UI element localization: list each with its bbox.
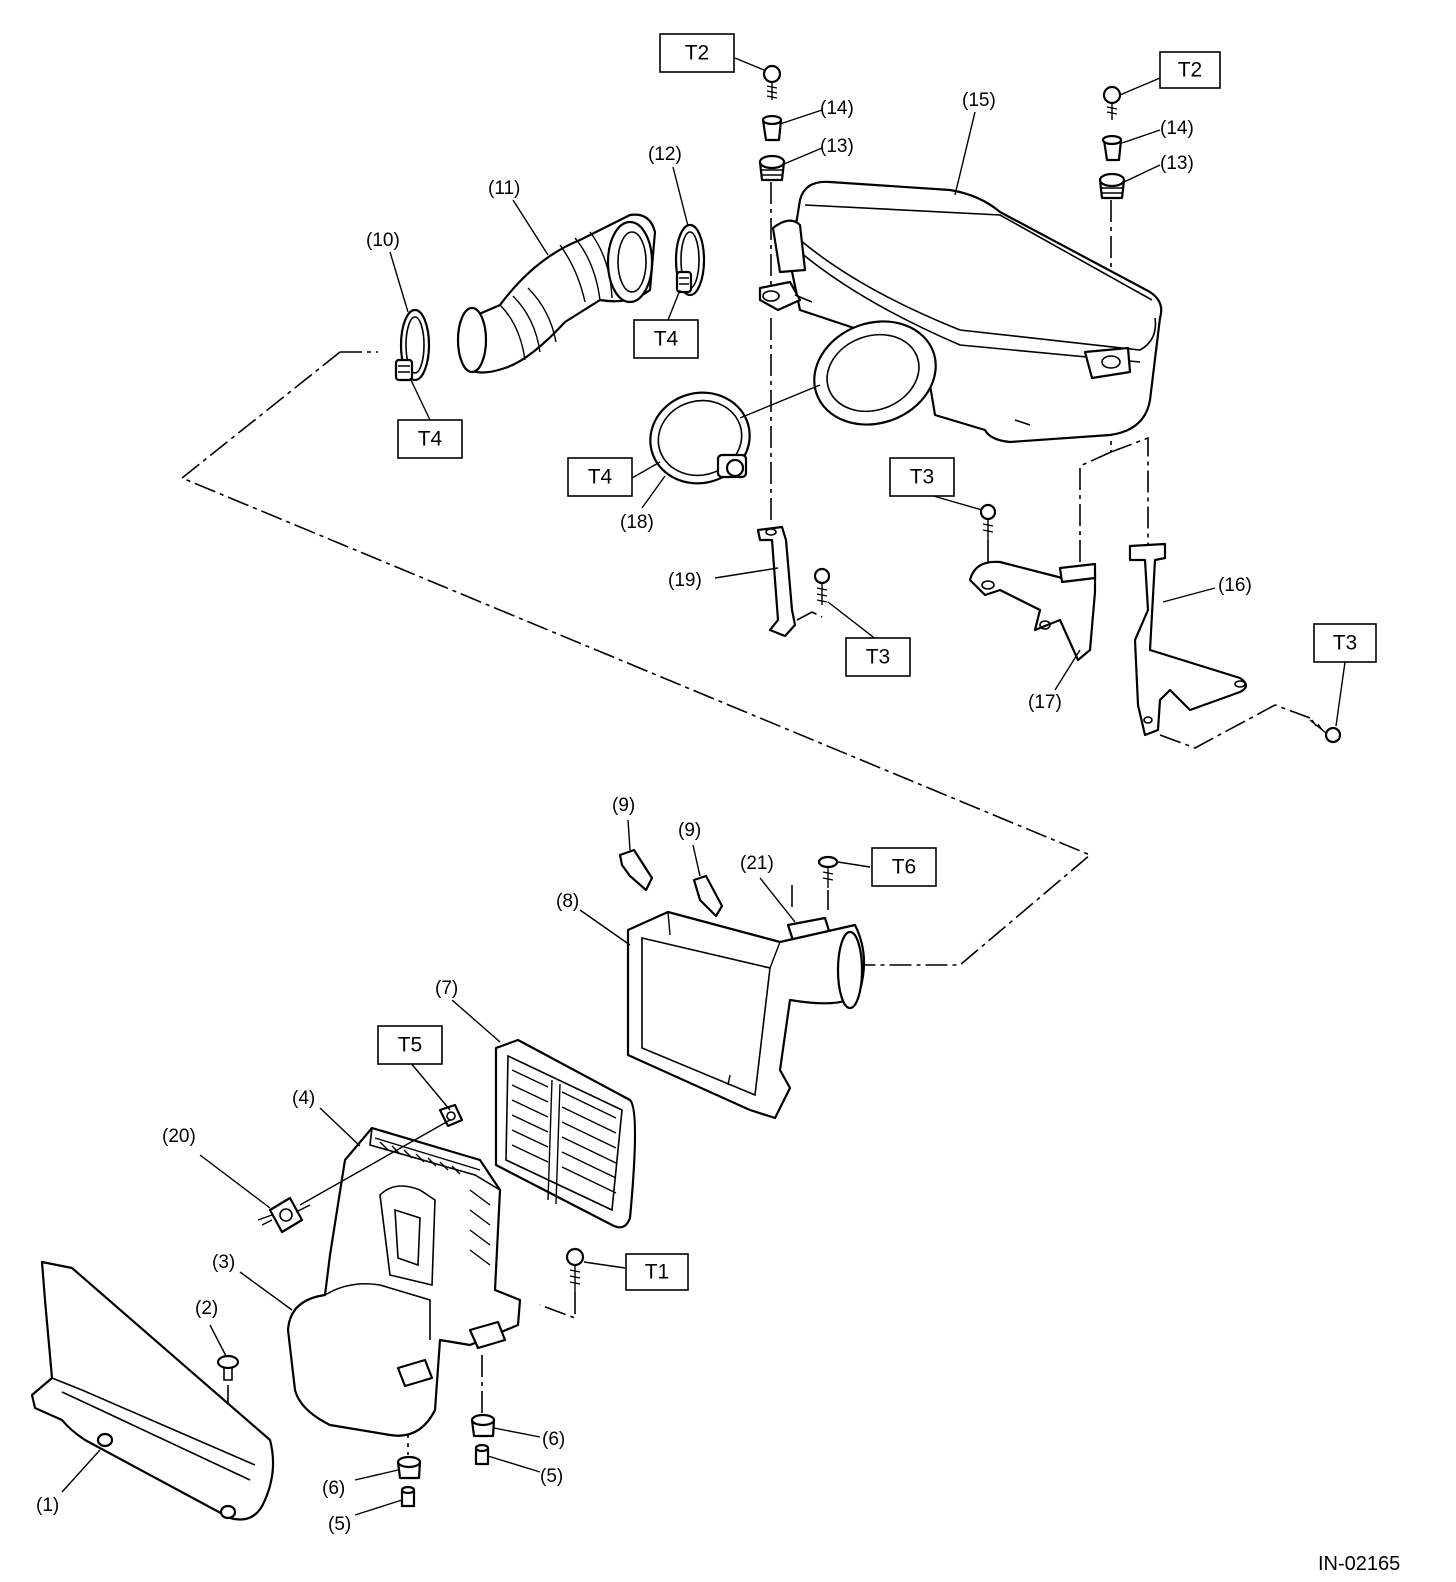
svg-text:T5: T5 [398, 1034, 423, 1057]
svg-text:T4: T4 [418, 428, 443, 451]
grommet-6-left [396, 1455, 422, 1480]
callout-14-left: (14) [820, 98, 854, 119]
intake-duct-hose [456, 213, 657, 374]
callout-11: (11) [488, 178, 520, 199]
svg-text:T3: T3 [910, 466, 935, 489]
callout-19: (19) [668, 570, 702, 591]
callout-5-left: (5) [328, 1514, 351, 1535]
callout-16: (16) [1218, 575, 1252, 596]
torque-box-t3-bracket-17: T3 [889, 457, 955, 497]
torque-box-t4-clamp-12: T4 [633, 319, 699, 359]
svg-text:T6: T6 [892, 856, 917, 879]
callout-17: (17) [1028, 692, 1062, 713]
bolt-t2-left-icon [762, 64, 782, 100]
clip-9-left [618, 848, 654, 892]
svg-text:T2: T2 [1178, 59, 1203, 82]
grommet-6-right [470, 1413, 496, 1438]
sensor-20 [257, 1196, 311, 1234]
bushing-2 [216, 1354, 240, 1381]
svg-text:T4: T4 [654, 328, 679, 351]
callout-6-left: (6) [322, 1478, 345, 1499]
callout-13-left: (13) [820, 136, 854, 157]
torque-box-t4-clamp-10: T4 [397, 419, 463, 459]
bushing-14-left [761, 114, 783, 142]
grommet-13-right [1098, 172, 1126, 200]
bracket-19 [756, 525, 797, 638]
callout-6-right: (6) [542, 1429, 565, 1450]
callout-9-left: (9) [612, 795, 635, 816]
hose-clamp-18 [649, 391, 751, 485]
callout-9-right: (9) [678, 820, 701, 841]
torque-box-t5: T5 [377, 1025, 443, 1065]
bolt-t3-16-icon [1309, 719, 1342, 744]
callout-12: (12) [648, 144, 682, 165]
collar-5-right [474, 1443, 490, 1466]
svg-text:T1: T1 [645, 1261, 670, 1284]
svg-text:T4: T4 [588, 466, 613, 489]
svg-text:T3: T3 [866, 646, 891, 669]
callout-10: (10) [366, 230, 400, 251]
bushing-14-right [1101, 134, 1123, 162]
hose-clamp-12 [674, 223, 706, 297]
collar-5-left [400, 1485, 416, 1508]
torque-box-t4-clamp-18: T4 [567, 457, 633, 497]
nut-t5-icon [438, 1103, 464, 1128]
part-callouts: (15) (14) (13) (14) (13) (12) (11) (10) … [36, 90, 1252, 1535]
callout-1: (1) [36, 1495, 59, 1516]
callout-18: (18) [620, 512, 654, 533]
figure-reference-code: IN-02165 [1318, 1553, 1400, 1575]
bolt-t3-17-icon [979, 503, 997, 540]
air-intake-duct-1 [30, 1260, 275, 1521]
bracket-16 [1128, 542, 1248, 737]
callout-20: (20) [162, 1126, 196, 1147]
air-filter-element-7 [494, 1038, 637, 1229]
bolt-t3-19-icon [813, 567, 831, 605]
callout-13-right: (13) [1160, 153, 1194, 174]
callout-15: (15) [962, 90, 996, 111]
callout-4: (4) [292, 1088, 315, 1109]
callout-7: (7) [435, 978, 458, 999]
torque-box-t3-bracket-19: T3 [845, 637, 911, 677]
screw-t6-icon [817, 855, 839, 888]
callout-21: (21) [740, 853, 774, 874]
torque-box-t2-right: T2 [1159, 51, 1221, 89]
air-cleaner-middle-frame-8 [626, 910, 866, 1120]
clip-9-right [692, 874, 724, 918]
torque-box-t1: T1 [625, 1253, 689, 1291]
leader-lines [61, 57, 1346, 1516]
callout-8: (8) [556, 891, 579, 912]
torque-box-t2-left: T2 [659, 33, 735, 73]
torque-box-t6: T6 [871, 847, 937, 887]
bracket-17 [968, 560, 1097, 662]
bolt-t1-icon [565, 1247, 585, 1292]
callout-3: (3) [212, 1252, 235, 1273]
air-cleaner-lower-case-3 [286, 1126, 522, 1437]
svg-text:T3: T3 [1333, 632, 1358, 655]
hose-clamp-10 [394, 308, 431, 382]
air-cleaner-upper-case [758, 180, 1163, 444]
grommet-13-left [758, 154, 786, 182]
bolt-t2-right-icon [1102, 85, 1122, 120]
callout-14-right: (14) [1160, 118, 1194, 139]
callout-5-right: (5) [540, 1466, 563, 1487]
torque-box-t3-bracket-16: T3 [1313, 623, 1377, 663]
svg-text:T2: T2 [685, 42, 710, 65]
callout-2: (2) [195, 1298, 218, 1319]
